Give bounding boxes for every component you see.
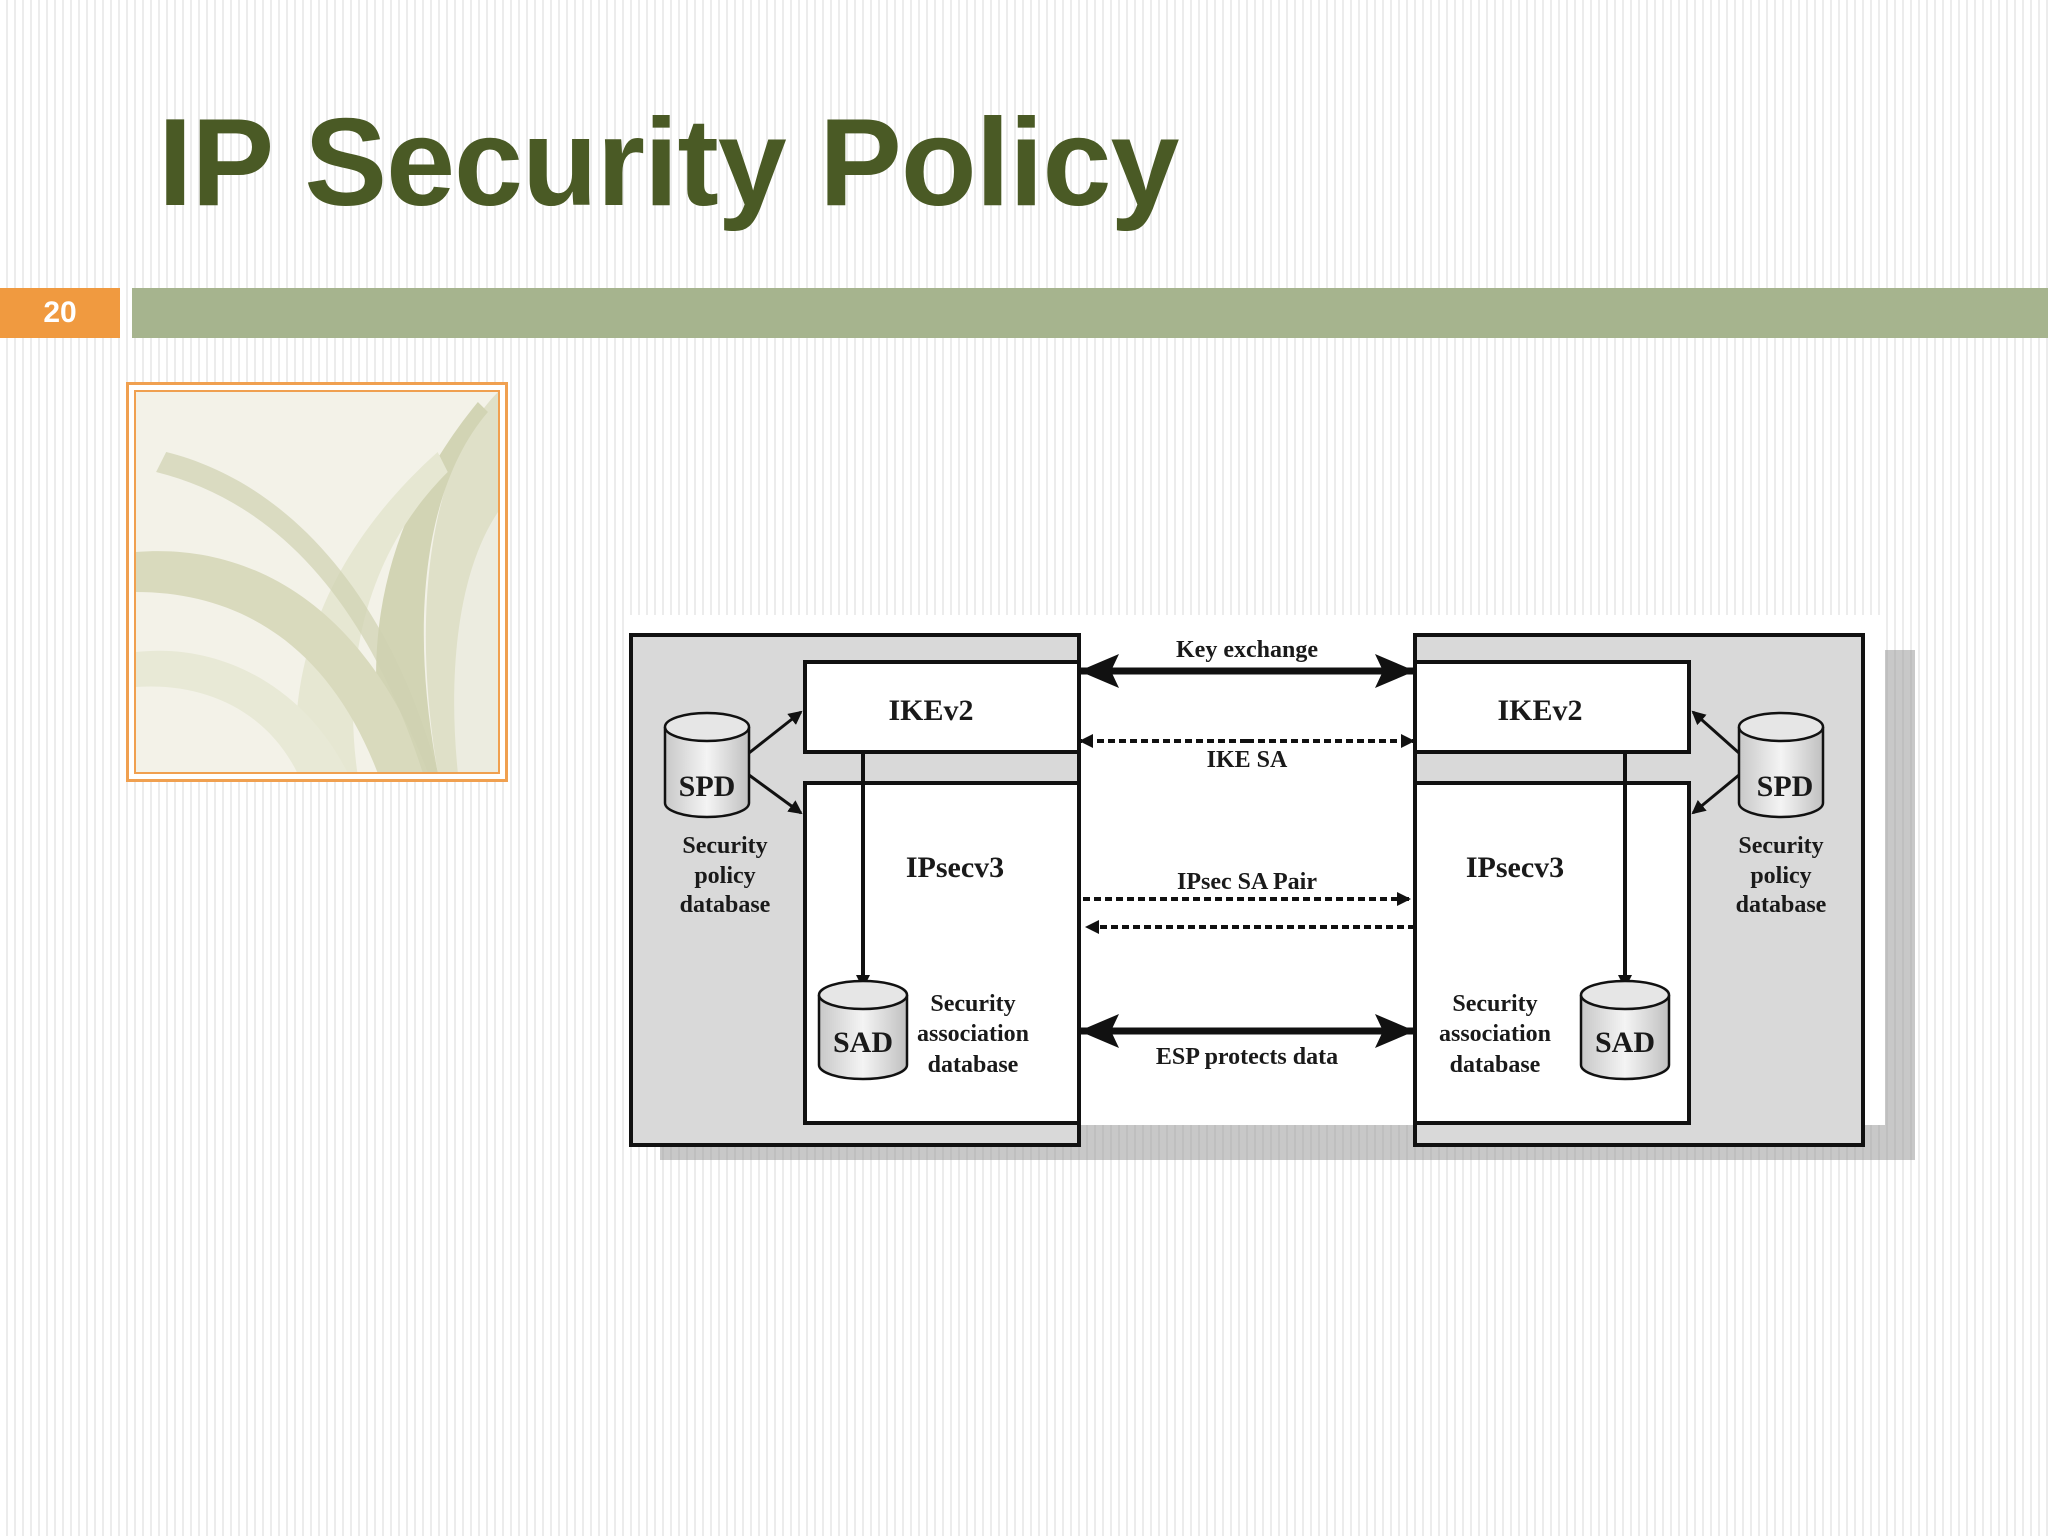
left-ike-label: IKEv2 (888, 694, 973, 727)
right-sad-caption-2: association (1439, 1021, 1551, 1047)
left-sad-caption-1: Security (930, 991, 1015, 1017)
right-spd-caption-2: policy (1750, 863, 1811, 889)
left-spd-label: SPD (679, 770, 736, 803)
slide-title: IP Security Policy (158, 94, 1179, 232)
left-spd-caption-2: policy (694, 863, 755, 889)
decorative-photo (126, 382, 508, 782)
left-sad-caption-2: association (917, 1021, 1029, 1047)
left-ike-box (803, 660, 1081, 754)
slide-number: 20 (0, 288, 120, 338)
right-spd-caption-1: Security (1738, 833, 1823, 859)
right-spd-label: SPD (1757, 770, 1814, 803)
ipsec-sa-pair-label: IPsec SA Pair (1177, 869, 1317, 895)
right-sad-caption-1: Security (1452, 991, 1537, 1017)
right-spd-cylinder (1737, 711, 1825, 819)
ike-sa-label: IKE SA (1207, 747, 1288, 773)
title-bar (132, 288, 2048, 338)
book-pages-image (134, 390, 500, 774)
left-sad-caption-3: database (928, 1052, 1019, 1078)
right-sad-cylinder (1579, 979, 1671, 1081)
left-sad-label: SAD (833, 1026, 893, 1059)
ipsec-architecture-diagram: IKEv2 IPsecv3 SPD Security policy databa… (625, 615, 1935, 1165)
right-ipsec-label: IPsecv3 (1466, 851, 1564, 884)
left-spd-caption-3: database (680, 892, 771, 918)
key-exchange-label: Key exchange (1176, 637, 1318, 663)
right-ike-label: IKEv2 (1497, 694, 1582, 727)
left-spd-cylinder (663, 711, 751, 819)
esp-label: ESP protects data (1156, 1044, 1338, 1070)
right-spd-to-ike-arrow (1691, 710, 1740, 755)
right-spd-to-ipsec-arrow (1691, 773, 1740, 815)
left-spd-to-ike-arrow (748, 710, 803, 755)
left-spd-caption-1: Security (682, 833, 767, 859)
right-ike-box (1413, 660, 1691, 754)
left-sad-cylinder (817, 979, 909, 1081)
left-ipsec-label: IPsecv3 (906, 851, 1004, 884)
left-spd-to-ipsec-arrow (748, 773, 803, 815)
right-spd-caption-3: database (1736, 892, 1827, 918)
left-ipsec-box (803, 781, 1081, 1125)
right-sad-label: SAD (1595, 1026, 1655, 1059)
right-sad-caption-3: database (1450, 1052, 1541, 1078)
